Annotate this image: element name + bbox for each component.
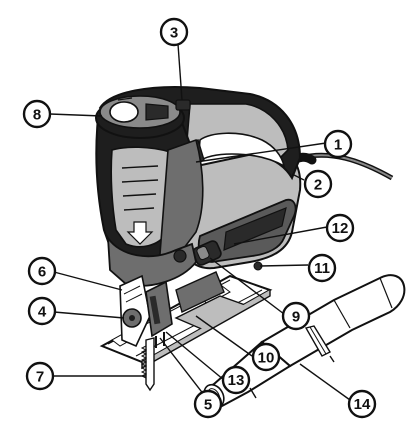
- callout-4: 4: [27, 296, 57, 326]
- callout-8: 8: [22, 99, 52, 129]
- callout-4-label: 4: [38, 304, 47, 321]
- callout-10-label: 10: [258, 350, 275, 367]
- callout-2: 2: [303, 169, 333, 199]
- callout-8-label: 8: [33, 107, 41, 124]
- callout-6: 6: [27, 256, 57, 286]
- callout-13-label: 13: [228, 372, 245, 389]
- callout-11-label: 11: [314, 260, 330, 277]
- jigsaw-body: [177, 148, 302, 270]
- callout-5-label: 5: [204, 397, 212, 414]
- callout-14-label: 14: [354, 396, 371, 413]
- blade-guard-assembly: [119, 274, 173, 348]
- callout-12-label: 12: [332, 220, 349, 237]
- callout-3: 3: [159, 17, 189, 47]
- jigsaw-front-head: [95, 109, 204, 287]
- speed-dial: [95, 95, 191, 139]
- leader-lines: [49, 43, 351, 401]
- callout-12: 12: [325, 213, 355, 243]
- callout-7: 7: [25, 361, 55, 391]
- callout-1-label: 1: [334, 137, 342, 154]
- callout-14: 14: [347, 389, 377, 419]
- callout-3-label: 3: [170, 25, 178, 42]
- callout-9: 9: [281, 301, 311, 331]
- callout-9-label: 9: [292, 309, 300, 326]
- callout-11: 11: [307, 253, 337, 283]
- callout-6-label: 6: [38, 264, 46, 281]
- callout-7-label: 7: [36, 369, 44, 386]
- callout-1: 1: [323, 129, 353, 159]
- callout-13: 13: [221, 365, 251, 395]
- power-cable: [285, 152, 394, 181]
- callout-2-label: 2: [314, 177, 322, 194]
- callout-5: 5: [193, 389, 223, 419]
- callout-10: 10: [251, 342, 281, 372]
